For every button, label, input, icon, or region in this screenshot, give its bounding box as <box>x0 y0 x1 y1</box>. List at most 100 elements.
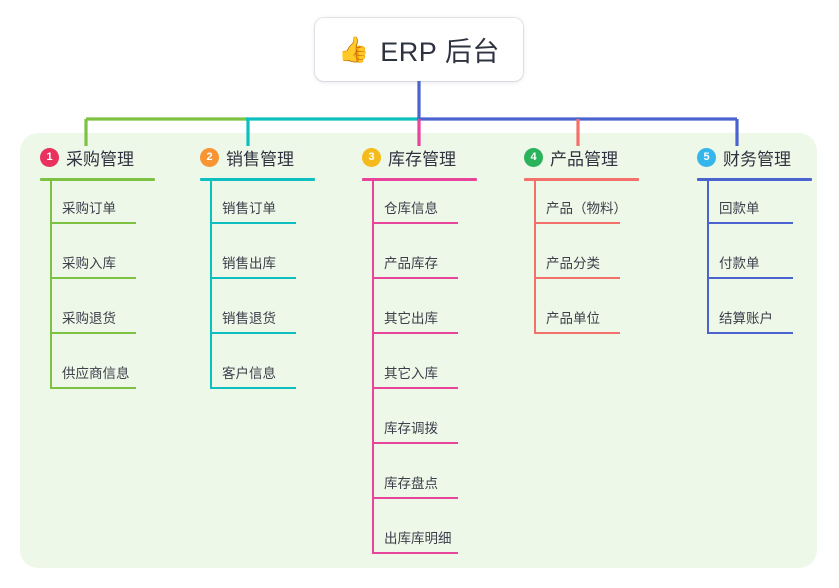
leaf-label: 回款单 <box>719 201 760 216</box>
leaf-list: 采购订单采购入库采购退货供应商信息 <box>40 181 155 401</box>
leaf-list: 产品（物料） 产品分类产品单位 <box>524 181 639 346</box>
leaf-label: 产品库存 <box>384 256 438 271</box>
branch-header-1[interactable]: 1 采购管理 <box>40 145 155 169</box>
leaf-item[interactable]: 库存盘点 <box>362 456 477 511</box>
leaf-underline <box>534 277 620 279</box>
leaf-underline <box>534 332 620 334</box>
leaf-underline <box>372 222 458 224</box>
branch-number-badge: 1 <box>40 147 59 167</box>
branch-number-badge: 2 <box>200 147 219 167</box>
branch-column-4: 4 产品管理产品（物料） 产品分类产品单位 <box>524 145 639 346</box>
branch-underline <box>697 178 812 181</box>
leaf-spine <box>372 181 374 554</box>
leaf-underline <box>50 332 136 334</box>
leaf-underline <box>707 332 793 334</box>
leaf-item[interactable]: 库存调拨 <box>362 401 477 456</box>
leaf-underline <box>210 332 296 334</box>
branch-column-1: 1 采购管理采购订单采购入库采购退货供应商信息 <box>40 145 155 401</box>
leaf-item[interactable]: 产品单位 <box>524 291 639 346</box>
leaf-item[interactable]: 供应商信息 <box>40 346 155 401</box>
leaf-list: 销售订单销售出库销售退货客户信息 <box>200 181 315 401</box>
leaf-item[interactable]: 采购退货 <box>40 291 155 346</box>
branch-header-2[interactable]: 2 销售管理 <box>200 145 315 169</box>
leaf-label: 库存调拨 <box>384 421 438 436</box>
thumbs-up-icon: 👍 <box>338 35 370 64</box>
leaf-item[interactable]: 仓库信息 <box>362 181 477 236</box>
leaf-label: 产品单位 <box>546 311 600 326</box>
leaf-underline <box>707 222 793 224</box>
leaf-item[interactable]: 产品（物料） <box>524 181 639 236</box>
branch-column-5: 5 财务管理回款单付款单结算账户 <box>697 145 812 346</box>
branch-underline <box>200 178 315 181</box>
leaf-list: 回款单付款单结算账户 <box>697 181 812 346</box>
branch-column-2: 2 销售管理销售订单销售出库销售退货客户信息 <box>200 145 315 401</box>
leaf-item[interactable]: 客户信息 <box>200 346 315 401</box>
leaf-item[interactable]: 付款单 <box>697 236 812 291</box>
leaf-label: 客户信息 <box>222 366 276 381</box>
leaf-spine <box>50 181 52 389</box>
leaf-label: 采购入库 <box>62 256 116 271</box>
leaf-item[interactable]: 其它入库 <box>362 346 477 401</box>
leaf-item[interactable]: 产品分类 <box>524 236 639 291</box>
leaf-label: 销售退货 <box>222 311 276 326</box>
branch-title: 财务管理 <box>723 149 791 169</box>
leaf-item[interactable]: 其它出库 <box>362 291 477 346</box>
leaf-underline <box>210 277 296 279</box>
leaf-label: 产品（物料） <box>546 201 627 216</box>
branch-title: 产品管理 <box>550 149 618 169</box>
branch-title: 销售管理 <box>226 149 294 169</box>
leaf-label: 其它入库 <box>384 366 438 381</box>
leaf-label: 仓库信息 <box>384 201 438 216</box>
leaf-label: 出库库明细 <box>384 531 452 546</box>
leaf-underline <box>372 552 458 554</box>
branch-number-badge: 3 <box>362 147 381 167</box>
branch-underline <box>40 178 155 181</box>
leaf-label: 采购订单 <box>62 201 116 216</box>
leaf-label: 其它出库 <box>384 311 438 326</box>
leaf-label: 销售订单 <box>222 201 276 216</box>
leaf-label: 产品分类 <box>546 256 600 271</box>
branch-underline <box>362 178 477 181</box>
root-node[interactable]: 👍 ERP 后台 <box>315 18 523 81</box>
leaf-underline <box>707 277 793 279</box>
branch-header-4[interactable]: 4 产品管理 <box>524 145 639 169</box>
leaf-label: 供应商信息 <box>62 366 130 381</box>
leaf-underline <box>372 442 458 444</box>
leaf-item[interactable]: 采购订单 <box>40 181 155 236</box>
leaf-underline <box>372 277 458 279</box>
branch-header-3[interactable]: 3 库存管理 <box>362 145 477 169</box>
leaf-list: 仓库信息产品库存其它出库其它入库库存调拨库存盘点出库库明细 <box>362 181 477 566</box>
leaf-label: 付款单 <box>719 256 760 271</box>
leaf-spine <box>534 181 536 334</box>
leaf-underline <box>372 387 458 389</box>
branch-column-3: 3 库存管理仓库信息产品库存其它出库其它入库库存调拨库存盘点出库库明细 <box>362 145 477 566</box>
leaf-item[interactable]: 销售订单 <box>200 181 315 236</box>
leaf-label: 结算账户 <box>719 311 773 326</box>
leaf-underline <box>534 222 620 224</box>
leaf-underline <box>50 277 136 279</box>
branch-number-badge: 5 <box>697 147 716 167</box>
leaf-spine <box>707 181 709 334</box>
leaf-label: 库存盘点 <box>384 476 438 491</box>
leaf-item[interactable]: 采购入库 <box>40 236 155 291</box>
leaf-item[interactable]: 结算账户 <box>697 291 812 346</box>
leaf-item[interactable]: 出库库明细 <box>362 511 477 566</box>
leaf-item[interactable]: 产品库存 <box>362 236 477 291</box>
branch-title: 采购管理 <box>66 149 134 169</box>
branch-header-5[interactable]: 5 财务管理 <box>697 145 812 169</box>
branch-title: 库存管理 <box>388 149 456 169</box>
leaf-underline <box>50 387 136 389</box>
leaf-underline <box>372 332 458 334</box>
leaf-item[interactable]: 销售退货 <box>200 291 315 346</box>
branch-underline <box>524 178 639 181</box>
leaf-item[interactable]: 销售出库 <box>200 236 315 291</box>
leaf-item[interactable]: 回款单 <box>697 181 812 236</box>
leaf-spine <box>210 181 212 389</box>
leaf-underline <box>210 387 296 389</box>
leaf-underline <box>372 497 458 499</box>
branch-number-badge: 4 <box>524 147 543 167</box>
leaf-underline <box>50 222 136 224</box>
leaf-label: 销售出库 <box>222 256 276 271</box>
leaf-underline <box>210 222 296 224</box>
